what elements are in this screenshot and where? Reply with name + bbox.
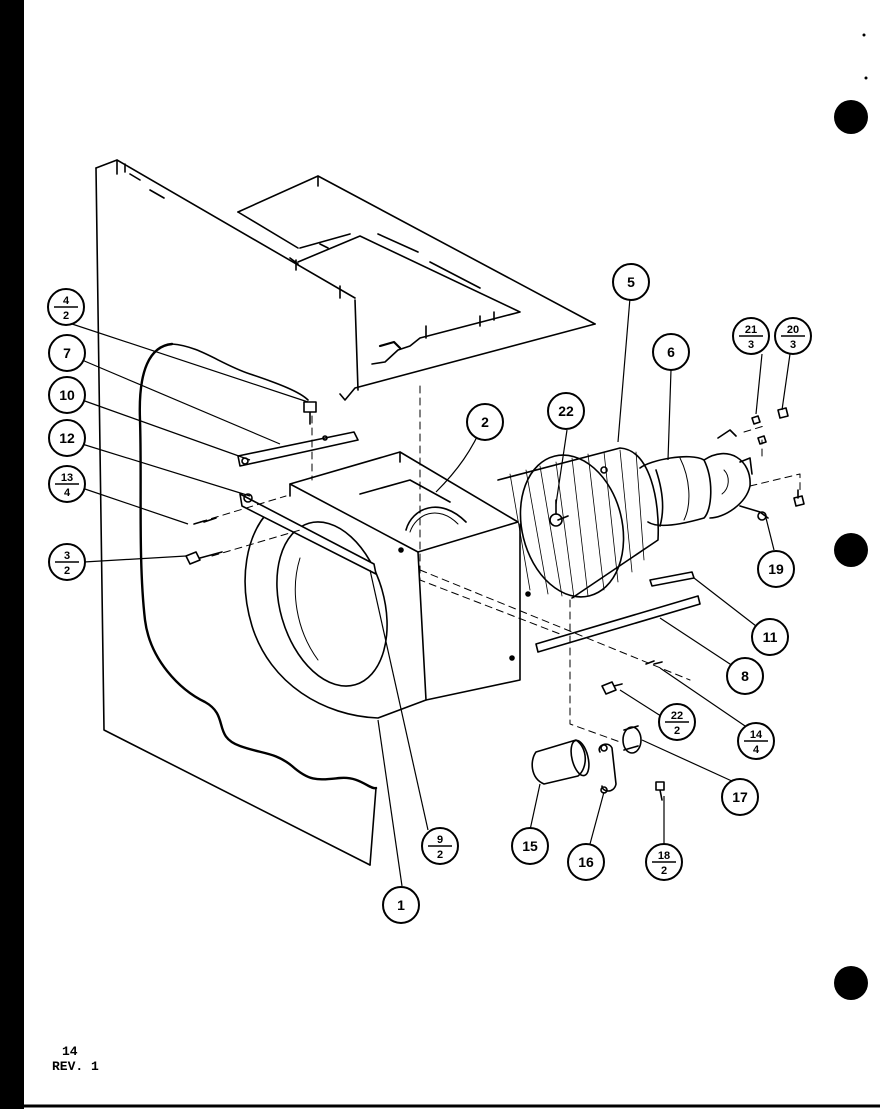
callout-19-label: 19 [768,561,784,577]
cutaway-outline-top [171,343,309,401]
callout-22-2: 22 2 [658,703,696,741]
callout-17: 17 [721,778,759,816]
capacitor-end-cap [622,725,642,754]
punch-hole-top [834,100,868,134]
callout-21-3-bottom: 3 [748,339,754,351]
callout-12: 12 [48,419,86,457]
callout-4-2-top: 4 [63,295,70,307]
callout-22: 22 [547,392,585,430]
callout-4-2-bottom: 2 [63,310,69,322]
callout-9-2: 9 2 [421,827,459,865]
callout-21-3: 21 3 [732,317,770,355]
callout-22-label: 22 [558,403,574,419]
slide-rail-lower [535,595,701,653]
page-number: 14 [62,1044,78,1059]
callout-11-label: 11 [763,629,778,645]
callout-4-2: 4 2 [47,288,85,326]
callout-7: 7 [48,334,86,372]
callout-9-2-top: 9 [437,834,443,846]
callout-10-label: 10 [59,387,75,403]
callout-14-4-bottom: 4 [753,744,760,756]
callout-15-label: 15 [522,838,538,854]
blower-motor [639,429,769,527]
callout-20-3-bottom: 3 [790,339,796,351]
callout-15: 15 [511,827,549,865]
callout-3-2-bottom: 2 [64,565,70,577]
callout-6-label: 6 [667,344,675,360]
punch-hole-middle [834,533,868,567]
callout-20-3-top: 20 [787,324,799,336]
callout-1-label: 1 [397,897,405,913]
callout-6: 6 [652,333,690,371]
callout-16-label: 16 [578,854,594,870]
slide-rail-top [237,431,359,467]
callout-8-label: 8 [741,668,749,684]
callout-5: 5 [612,263,650,301]
left-binding-bar [0,0,24,1109]
slide-rail-upper [239,493,377,575]
callout-19: 19 [757,550,795,588]
callout-7-label: 7 [63,345,71,361]
capacitor [531,739,590,785]
top-panel [237,175,596,401]
cabinet-side-panel [95,159,377,866]
speck [864,76,868,80]
callout-10: 10 [48,376,86,414]
callout-13-4-bottom: 4 [64,487,71,499]
callout-11: 11 [751,618,789,656]
callout-13-4: 13 4 [48,465,86,503]
blower-wheel [497,447,660,599]
cutaway-outline [138,342,378,790]
callout-3-2: 3 2 [48,543,86,581]
page-footer: 14 REV. 1 [52,1044,99,1074]
speck [862,33,866,37]
callout-20-3: 20 3 [774,317,812,355]
callout-3-2-top: 3 [64,550,70,562]
revision-label: REV. 1 [52,1059,99,1074]
callout-14-4: 14 4 [737,722,775,760]
callout-22-2-top: 22 [671,710,683,722]
callout-21-3-top: 21 [745,324,757,336]
callout-22-2-bottom: 2 [674,725,680,737]
callout-8: 8 [726,657,764,695]
callout-18-2: 18 2 [645,843,683,881]
callout-9-2-bottom: 2 [437,849,443,861]
callout-2-label: 2 [481,414,489,430]
capacitor-bracket [598,743,617,794]
assembly-lines [199,385,801,743]
callout-2: 2 [466,403,504,441]
slide-rail-11 [649,571,695,587]
punch-hole-bottom [834,966,868,1000]
callout-18-2-bottom: 2 [661,865,667,877]
callout-18-2-top: 18 [658,850,670,862]
callout-13-4-top: 13 [61,472,73,484]
leader-lines [65,297,791,887]
callout-17-label: 17 [732,789,748,805]
callout-1: 1 [382,886,420,924]
callout-16: 16 [567,843,605,881]
blower-housing [244,451,531,719]
callout-5-label: 5 [627,274,635,290]
callout-12-label: 12 [59,430,75,446]
callout-14-4-top: 14 [750,729,763,741]
